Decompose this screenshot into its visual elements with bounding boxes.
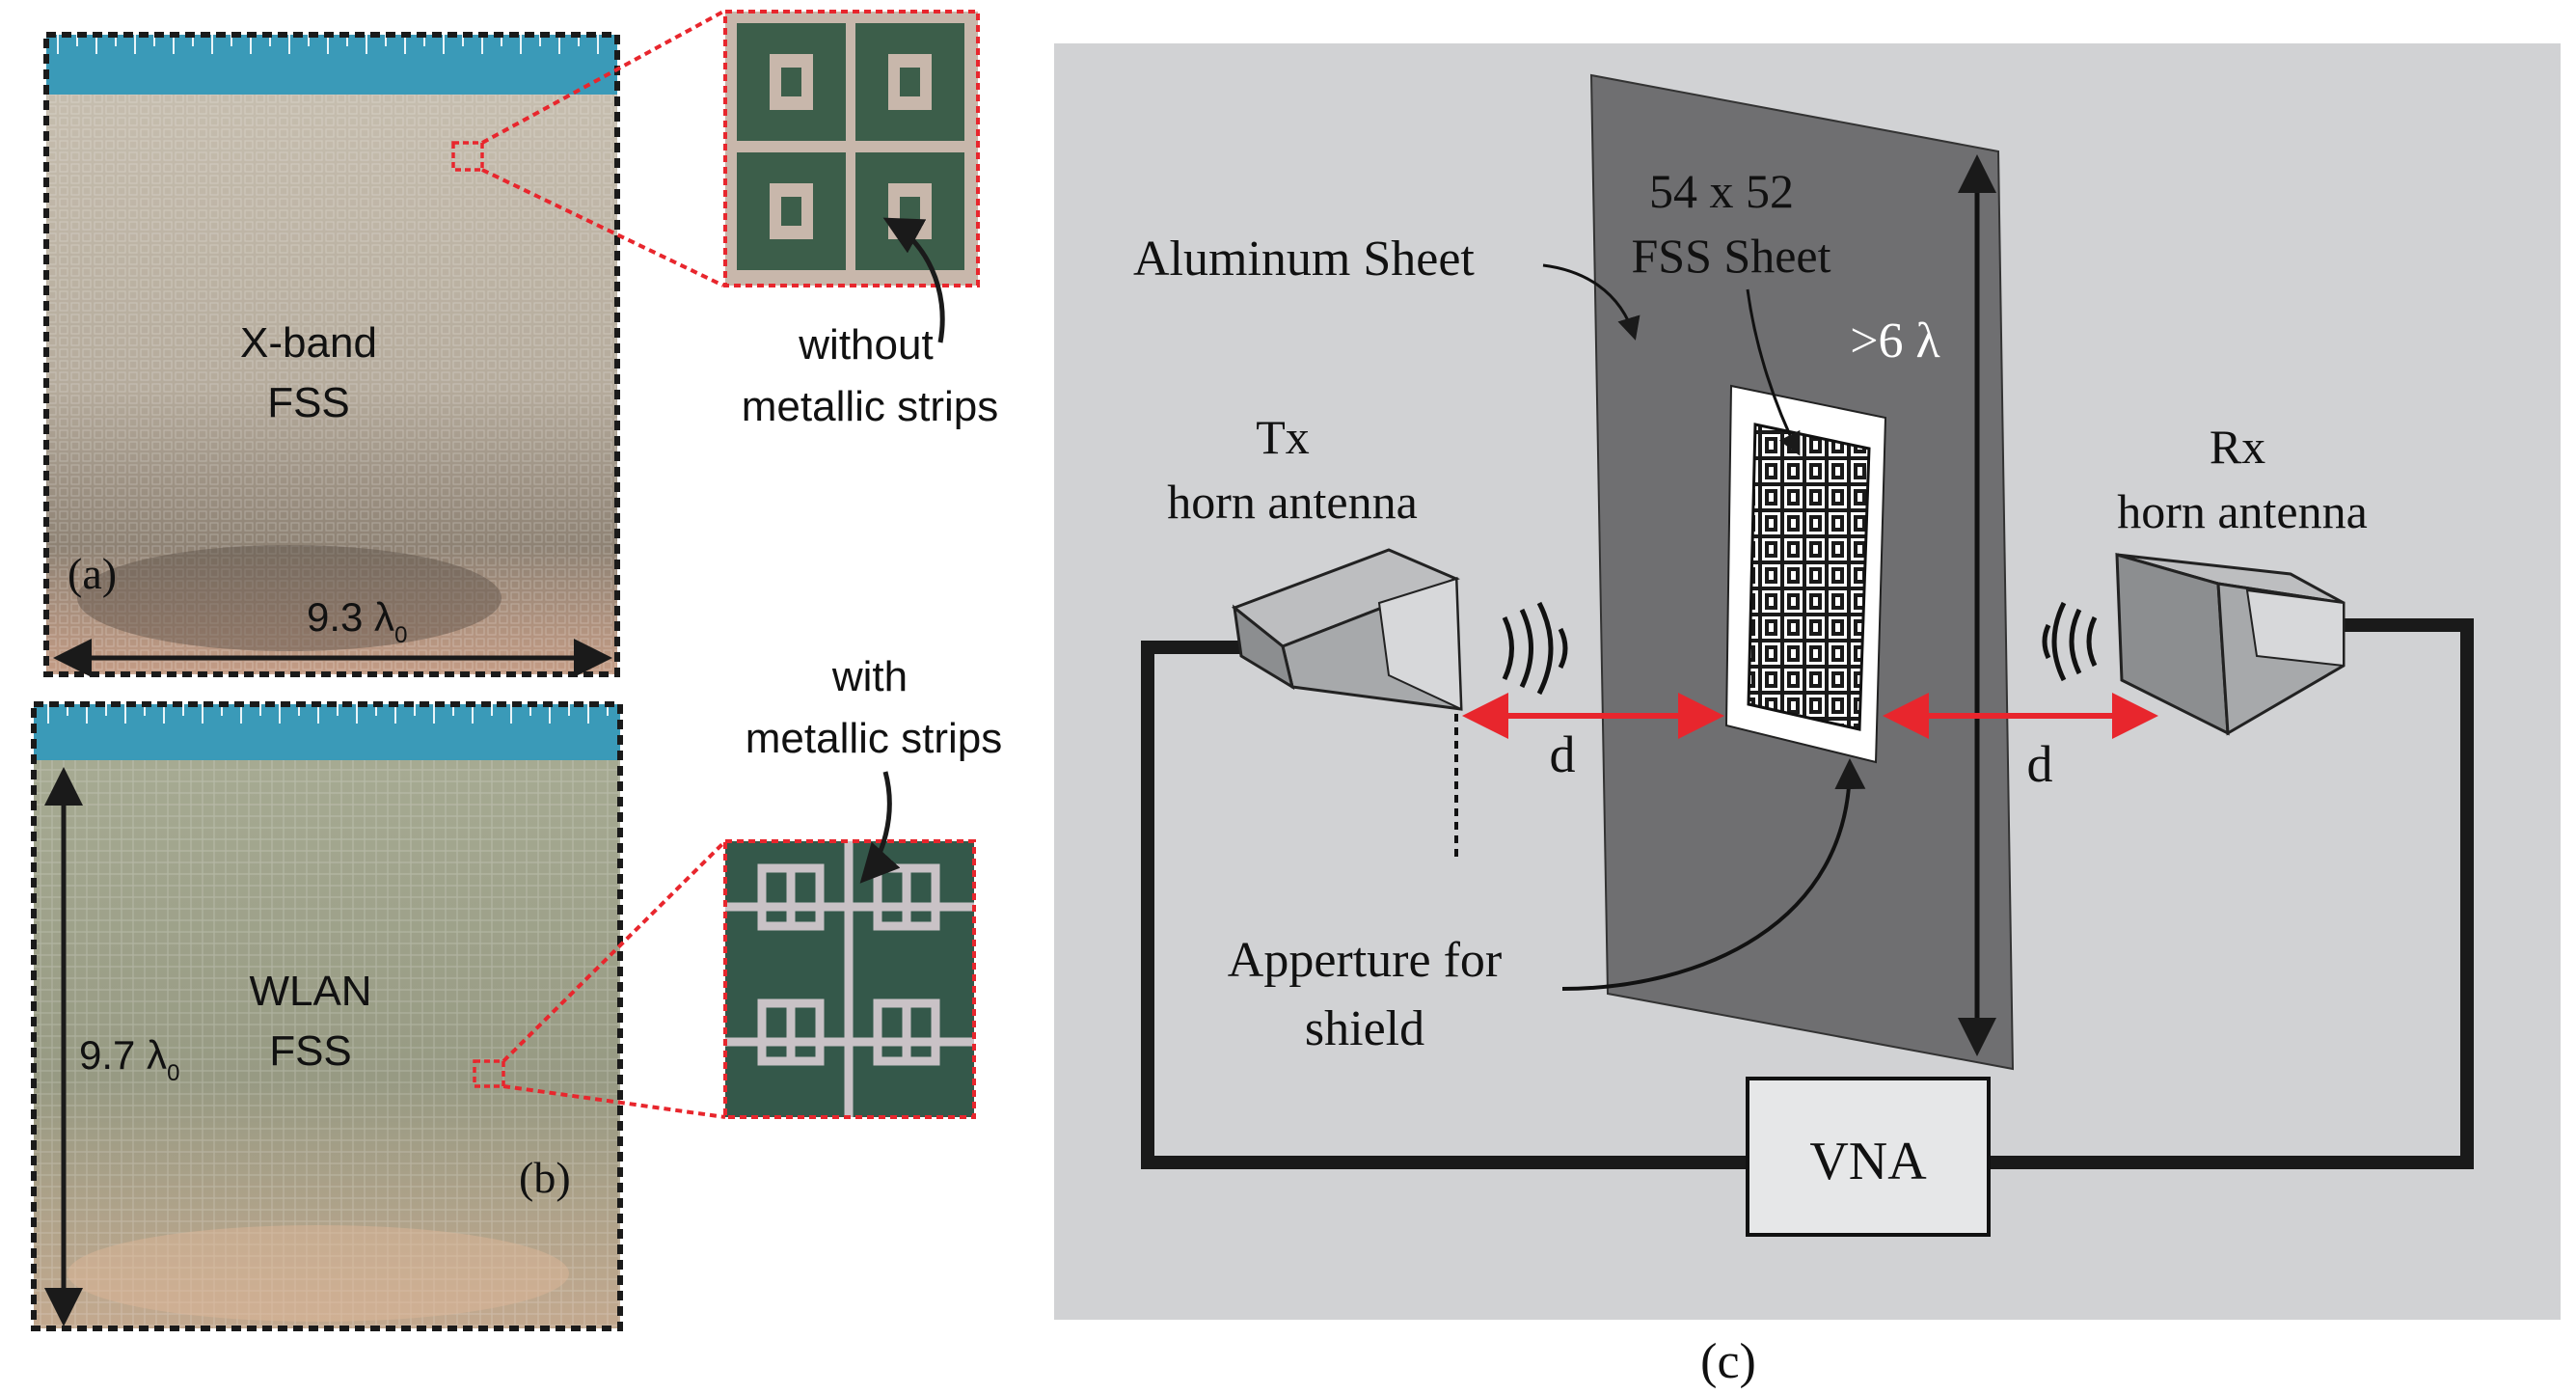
inset-b-caption-line2: metallic strips [746, 715, 1003, 762]
fss-unit-cell-icon [725, 841, 974, 1117]
aperture-pointer [1561, 758, 1866, 991]
fss-grid [1747, 423, 1871, 731]
inset-a-pointer [882, 217, 945, 343]
aperture-label-line2: shield [1305, 1001, 1424, 1056]
ruler-icon [46, 35, 617, 95]
vna-box [1746, 1077, 1991, 1237]
fss-count-label: 54 x 52 [1649, 164, 1794, 218]
aluminum-pointer [1542, 263, 1641, 341]
inset-b-caption-line1: with [831, 653, 908, 700]
horn-antenna-icon [1232, 548, 1463, 711]
panel-b-title-line1: WLAN [249, 968, 371, 1015]
zoom-region-a [451, 141, 484, 172]
panel-a-title-line1: X-band [240, 319, 377, 367]
panel-a-title-line2: FSS [267, 379, 350, 426]
panel-a-label: (a) [68, 549, 117, 598]
panel-b: 9.7 λ0 WLAN FSS (b) [31, 701, 623, 1331]
panel-c-label: (c) [1700, 1334, 1756, 1389]
radio-waves-icon [2042, 601, 2098, 682]
panel-b-title-line2: FSS [269, 1027, 352, 1075]
zoom-region-b [473, 1059, 505, 1088]
fss-sheet-label: FSS Sheet [1631, 229, 1830, 283]
panel-b-label: (b) [519, 1153, 571, 1202]
panel-b-dimension: 9.7 λ0 [79, 1032, 179, 1086]
photo-a-border [43, 32, 620, 677]
inset-a-caption-line2: metallic strips [742, 383, 999, 430]
rx-label-line2: horn antenna [2117, 484, 2368, 538]
cable [1141, 641, 1748, 1169]
cable [1989, 618, 2474, 1169]
aluminum-sheet-label: Aluminum Sheet [1133, 232, 1475, 287]
horn-antenna-icon [2115, 552, 2346, 736]
distance-label-right: d [2027, 735, 2053, 793]
rx-label-line1: Rx [2210, 420, 2265, 474]
fss-pointer [1746, 288, 1801, 456]
fss-unit-cell-icon [737, 23, 964, 270]
panel-a: X-band FSS (a) 9.3 λ0 [43, 32, 620, 677]
panel-a-dimension: 9.3 λ0 [307, 594, 407, 648]
tx-label-line1: Tx [1256, 410, 1310, 464]
distance-label-left: d [1550, 725, 1576, 783]
panel-c: >6 λ Aluminum Sheet 54 x 52 FSS Sheet Tx… [1054, 43, 2561, 1389]
inset-a: without metallic strips [481, 10, 999, 430]
vna-label: VNA [1809, 1132, 1927, 1191]
tx-label-line2: horn antenna [1167, 475, 1418, 529]
inset-b: with metallic strips [502, 653, 1003, 1119]
sheet-height-label: >6 λ [1850, 314, 1940, 369]
inset-a-caption-line1: without [798, 321, 933, 369]
radio-waves-icon [1502, 601, 1568, 696]
photo-b-border [31, 701, 623, 1331]
inset-b-pointer [859, 771, 901, 884]
ruler-icon [34, 704, 620, 760]
aperture-label-line1: Apperture for [1228, 933, 1502, 988]
